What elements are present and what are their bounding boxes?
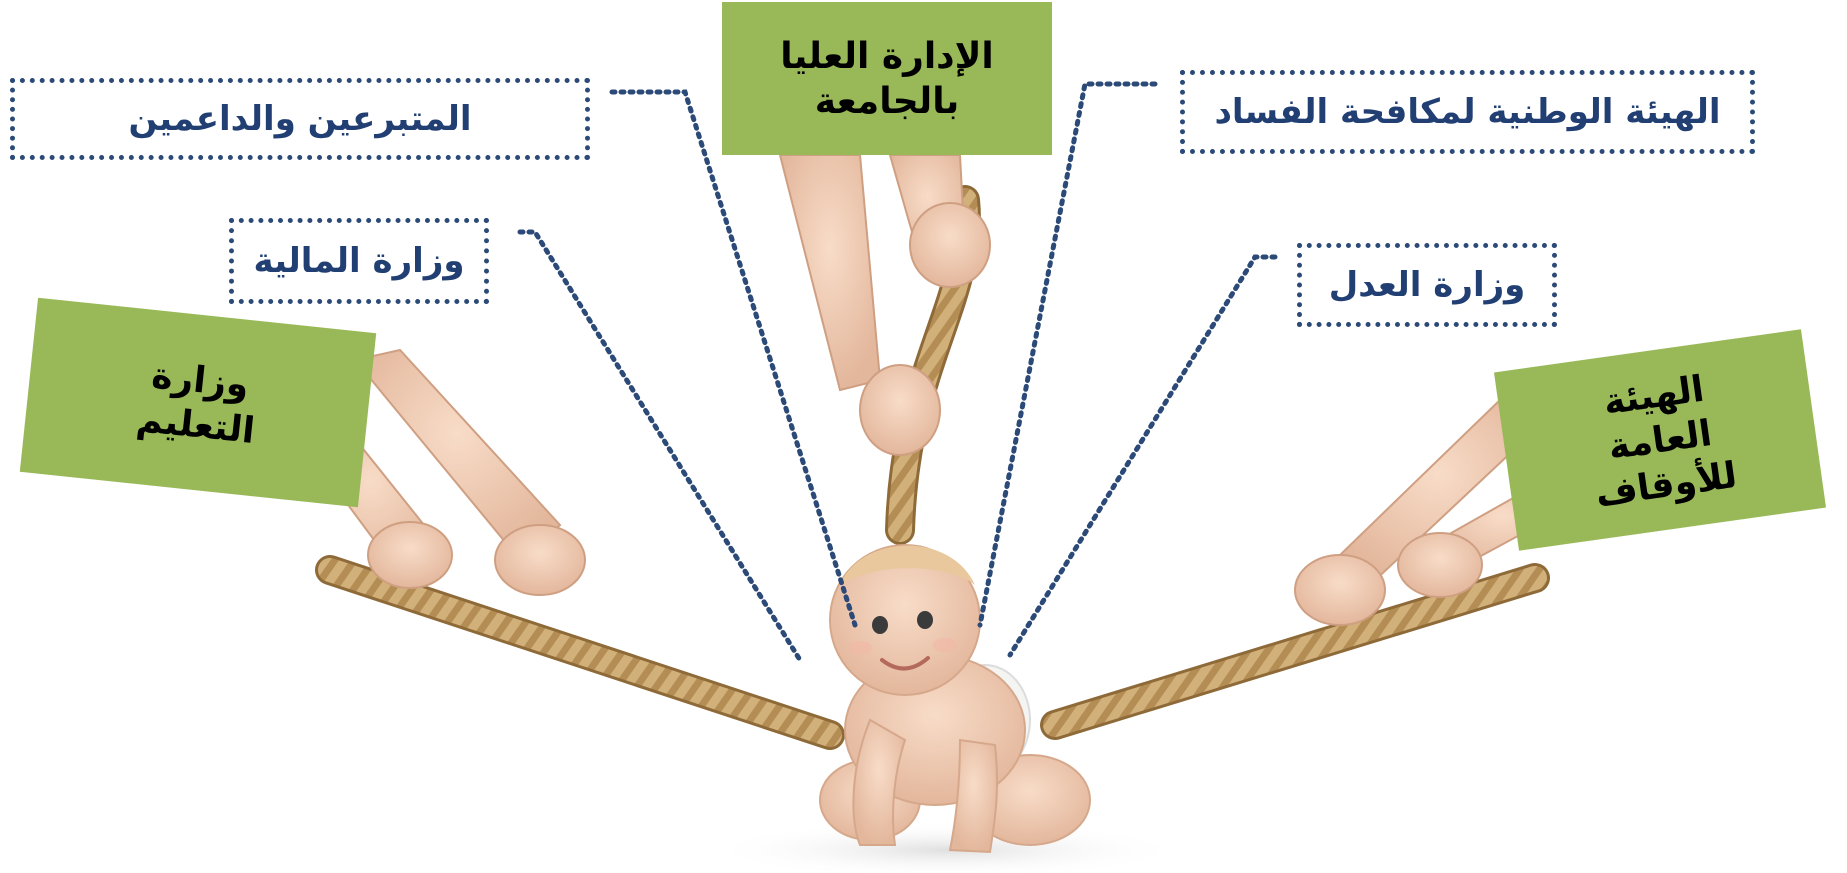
label-university-admin-line1: الإدارة العليا xyxy=(780,35,994,77)
connector-donors xyxy=(609,89,858,628)
label-university-admin-line2: بالجامعة xyxy=(814,80,960,122)
label-ministry-justice-text: وزارة العدل xyxy=(1328,265,1526,305)
label-ministry-finance-text: وزارة المالية xyxy=(253,241,465,281)
label-donors: المتبرعين والداعمين xyxy=(10,78,590,160)
baby xyxy=(819,544,1091,854)
label-ministry-finance: وزارة المالية xyxy=(229,218,489,304)
rope-left xyxy=(315,555,845,750)
label-donors-text: المتبرعين والداعمين xyxy=(128,99,472,139)
rope-right xyxy=(1040,563,1550,740)
label-ministry-education: وزارة التعليم xyxy=(19,297,377,508)
connectors xyxy=(517,81,1278,663)
label-anticorruption-authority: الهيئة الوطنية لمكافحة الفساد xyxy=(1180,70,1755,154)
connector-anticorruption xyxy=(977,81,1158,628)
floor-shadow xyxy=(705,822,1185,873)
label-anticorruption-authority-text: الهيئة الوطنية لمكافحة الفساد xyxy=(1214,92,1721,132)
connector-finance xyxy=(517,229,803,663)
arms-top xyxy=(778,154,991,456)
label-ministry-justice: وزارة العدل xyxy=(1297,243,1557,327)
label-university-admin: الإدارة العليا بالجامعة xyxy=(722,2,1052,155)
connector-justice xyxy=(1007,254,1278,658)
